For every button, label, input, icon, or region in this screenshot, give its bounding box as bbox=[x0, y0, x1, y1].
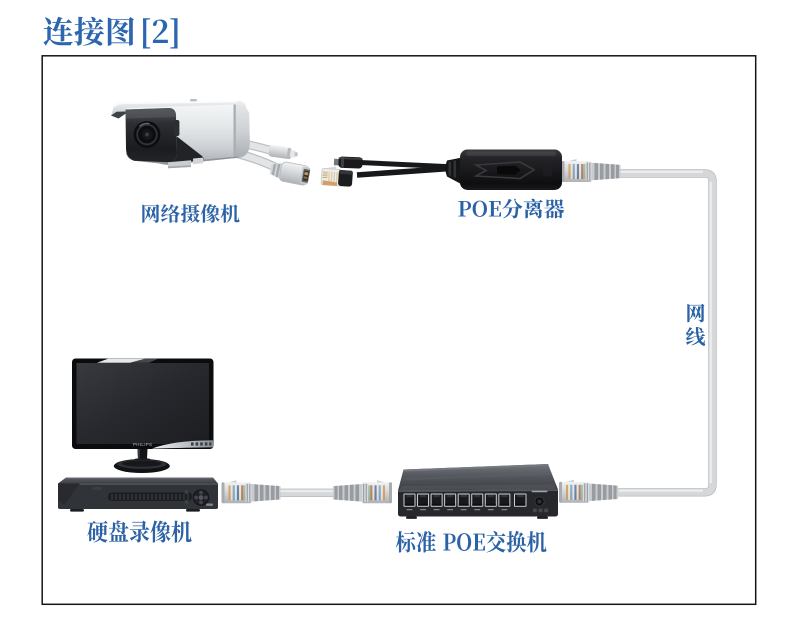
svg-text:PHILIPS: PHILIPS bbox=[133, 442, 152, 447]
